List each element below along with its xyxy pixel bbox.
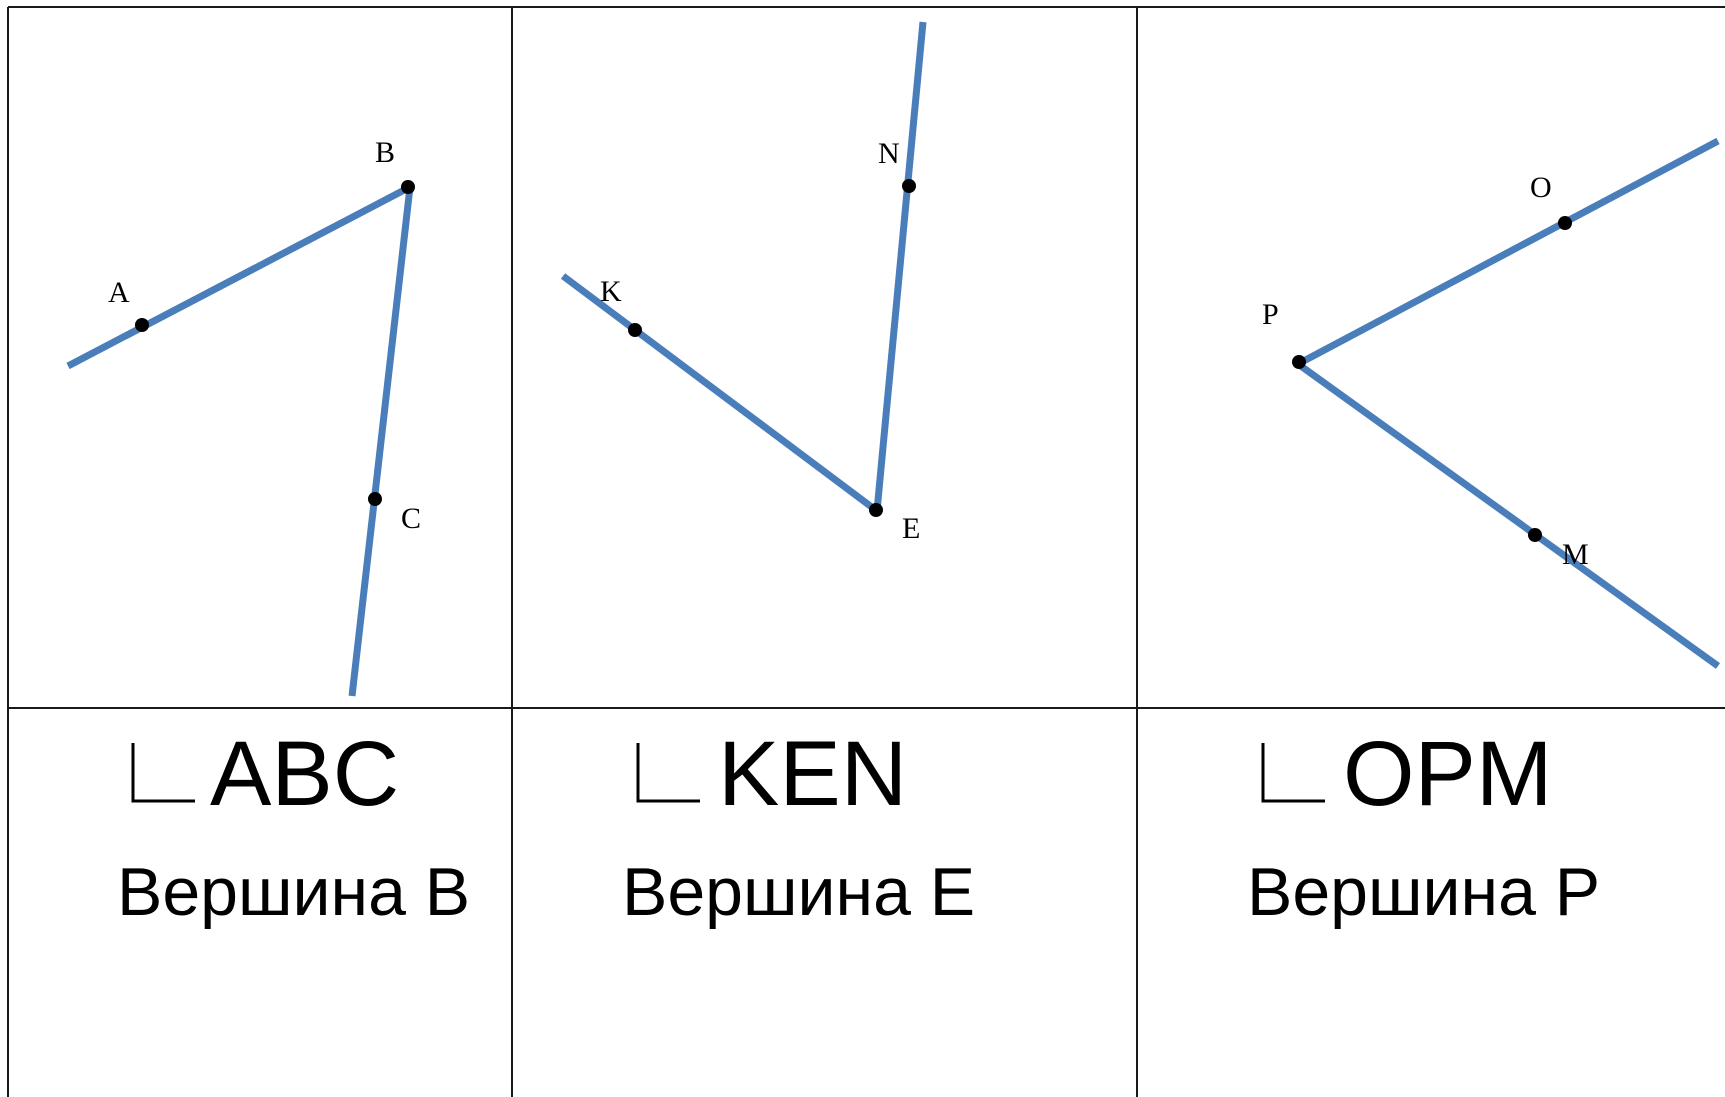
ray-po — [1296, 137, 1720, 368]
point-label-b: B — [375, 136, 395, 169]
vertex-label-b: Вершина B — [117, 854, 470, 930]
angle-ken-drawing: K E N — [560, 21, 927, 545]
angle-name-ken: KEN — [718, 723, 907, 825]
point-label-p: P — [1262, 298, 1279, 331]
caption-ken: KEN Вершина E — [622, 723, 975, 930]
point-label-m: M — [1562, 538, 1589, 571]
point-label-o: O — [1530, 171, 1552, 204]
point-p — [1292, 355, 1306, 369]
point-c — [368, 492, 382, 506]
point-label-c: C — [401, 502, 421, 535]
point-label-n: N — [878, 137, 900, 170]
angle-abc-drawing: A B C — [66, 136, 421, 697]
point-label-e: E — [902, 512, 920, 545]
point-m — [1528, 528, 1542, 542]
point-n — [902, 179, 916, 193]
vertex-label-e: Вершина E — [622, 854, 975, 930]
vertex-label-p: Вершина P — [1247, 854, 1600, 930]
angle-sign-icon — [131, 743, 195, 803]
ray-pm — [1295, 361, 1721, 669]
ray-en — [873, 21, 927, 512]
point-o — [1558, 216, 1572, 230]
caption-abc: ABC Вершина B — [117, 723, 470, 930]
ray-ba — [66, 183, 412, 370]
point-k — [628, 323, 642, 337]
angle-opm-drawing: O P M — [1262, 137, 1721, 669]
ray-ek — [560, 273, 880, 514]
point-label-a: A — [108, 276, 130, 309]
table-grid — [7, 6, 1725, 1097]
angle-sign-icon — [636, 743, 700, 803]
point-e — [869, 503, 883, 517]
point-a — [135, 318, 149, 332]
angle-sign-icon — [1261, 743, 1325, 803]
angle-name-abc: ABC — [210, 723, 399, 825]
ray-bc — [348, 186, 414, 697]
point-label-k: K — [600, 275, 622, 308]
angle-name-opm: OPM — [1343, 723, 1553, 825]
caption-opm: OPM Вершина P — [1247, 723, 1600, 930]
point-b — [401, 180, 415, 194]
